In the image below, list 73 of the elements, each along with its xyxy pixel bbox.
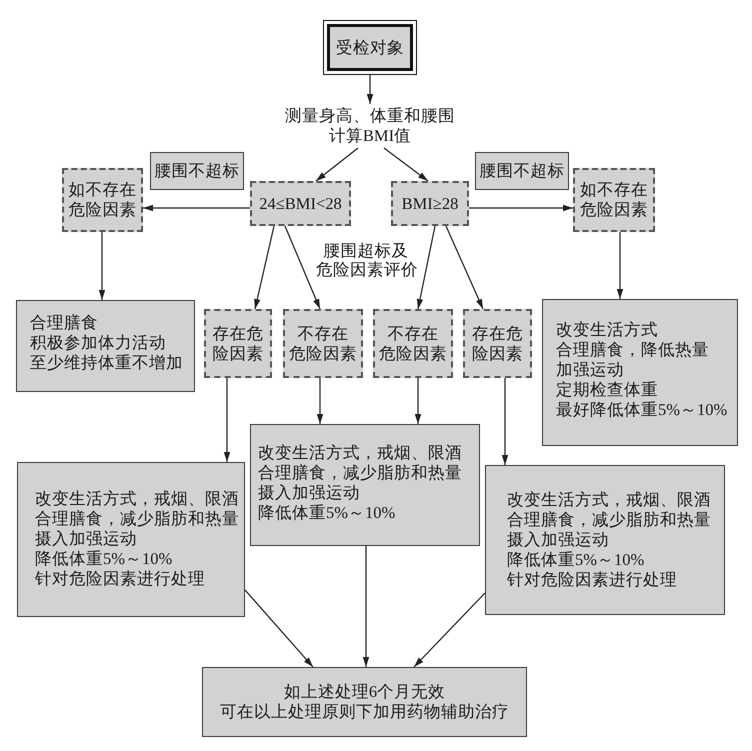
start-box [323,20,417,75]
arrow [284,226,321,310]
instruction-text: 测量身高、体重和腰围 [285,106,455,126]
advice-text: 加强运动 [556,360,624,380]
condition-text: 不存在危险因素 [289,324,357,364]
annotation-text: 腰围超标及危险因素评价 [316,241,416,279]
condition-text: 如不存在危险因素 [68,180,136,220]
advice-text: 可在以上处理原则下加用药物辅助治疗 [220,702,509,722]
advice-text: 定期检查体重 [556,380,658,400]
arrow [416,226,436,310]
advice-text: 如上述处理6个月无效 [284,682,446,702]
decision-box [204,309,272,378]
arrow [384,148,428,182]
start-text: 受检对象 [336,38,404,58]
decision-box [463,309,532,378]
advice-text: 降低体重5%～10% [35,549,172,569]
advice-text: 合理膳食，减少脂肪和热量 [507,510,711,530]
decision-box [391,181,469,226]
advice-text: 针对危险因素进行处理 [35,569,205,589]
condition-text: 不存在危险因素 [379,324,447,364]
decision-box [250,181,351,226]
arrow [143,204,250,212]
advice-text: 改变生活方式，戒烟、限酒 [258,443,462,463]
process-box [16,300,195,392]
arrow [244,590,314,668]
decision-box [373,309,453,378]
advice-text: 针对危险因素进行处理 [507,570,677,590]
advice-text: 改变生活方式，戒烟、限酒 [35,489,239,509]
advice-text: 积极参加体力活动 [30,333,166,353]
process-box [485,465,725,615]
advice-text: 摄入加强运动 [35,529,137,549]
condition-text: 如不存在危险因素 [580,180,648,220]
advice-text: 改变生活方式 [556,320,658,340]
condition-text: 存在危险因素 [472,324,523,364]
process-box [542,299,738,446]
advice-text: 合理膳食 [30,313,98,333]
advice-text: 降低体重5%～10% [507,550,644,570]
advice-text: 改变生活方式，戒烟、限酒 [507,490,711,510]
decision-box [283,309,363,378]
process-box [17,462,245,617]
arrow [445,226,484,310]
decision-box [573,168,655,232]
arrow [316,148,358,182]
advice-text: 摄入加强运动 [507,530,609,550]
arrow [469,204,573,212]
arrow [316,378,324,424]
condition-text: BMI≥28 [402,194,458,214]
instruction-text: 计算BMI值 [328,126,412,146]
arrow [254,226,275,310]
arrow [98,232,106,300]
advice-text: 至少维持体重不增加 [30,353,183,373]
note-box [475,152,569,190]
advice-text: 合理膳食，减少脂肪和热量 [258,463,462,483]
process-box [202,667,527,737]
arrow [362,546,370,667]
process-box [250,424,480,546]
advice-text: 合理膳食，降低热量 [556,340,709,360]
condition-text: 存在危险因素 [212,324,264,364]
arrow [414,592,486,668]
advice-text: 合理膳食，减少脂肪和热量 [35,509,239,529]
condition-text: 24≤BMI<28 [259,194,342,214]
arrow [224,378,230,462]
arrow [414,378,422,424]
arrow [366,75,374,104]
note-box [150,152,244,190]
advice-text: 最好降低体重5%～10% [556,400,728,420]
advice-text: 摄入加强运动 [258,483,360,503]
advice-text: 降低体重5%～10% [258,503,396,523]
note-text: 腰围不超标 [480,161,564,181]
arrow [502,378,508,465]
decision-box [62,168,143,232]
arrow [616,232,624,299]
note-text: 腰围不超标 [154,161,240,181]
